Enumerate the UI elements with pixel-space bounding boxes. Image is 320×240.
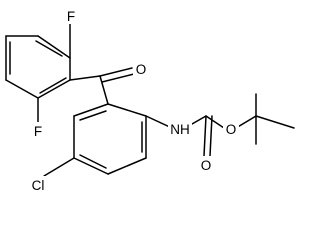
bond bbox=[255, 115, 295, 129]
bond bbox=[5, 79, 39, 99]
bond bbox=[79, 110, 107, 121]
carbamate-oxygen-label: O bbox=[201, 158, 212, 173]
bond bbox=[145, 115, 173, 129]
bond bbox=[69, 75, 101, 81]
carbonyl-oxygen-label: O bbox=[136, 62, 147, 77]
fluorine-top-label: F bbox=[67, 9, 75, 24]
fluorine-bottom-label: F bbox=[34, 124, 42, 139]
atom-labels: F F O NH O O Cl bbox=[28, 8, 239, 193]
bond-lines bbox=[5, 23, 295, 177]
bond bbox=[37, 35, 71, 59]
bond bbox=[107, 157, 147, 175]
amine-label: NH bbox=[170, 122, 190, 137]
bond bbox=[43, 157, 75, 177]
bond bbox=[203, 115, 207, 157]
chlorine-label: Cl bbox=[32, 178, 45, 193]
bond bbox=[73, 103, 109, 117]
bond bbox=[209, 115, 213, 157]
molecule-diagram: F F O NH O O Cl bbox=[5, 8, 295, 193]
bond bbox=[235, 115, 257, 129]
bond bbox=[37, 79, 71, 99]
ester-oxygen-label: O bbox=[226, 122, 237, 137]
bond bbox=[205, 115, 225, 129]
bond bbox=[99, 67, 133, 77]
bond bbox=[101, 73, 135, 83]
bond bbox=[107, 103, 147, 117]
bond bbox=[99, 75, 109, 105]
bond bbox=[35, 40, 63, 57]
bond bbox=[73, 157, 109, 175]
bond bbox=[79, 154, 107, 169]
bond bbox=[39, 77, 67, 94]
